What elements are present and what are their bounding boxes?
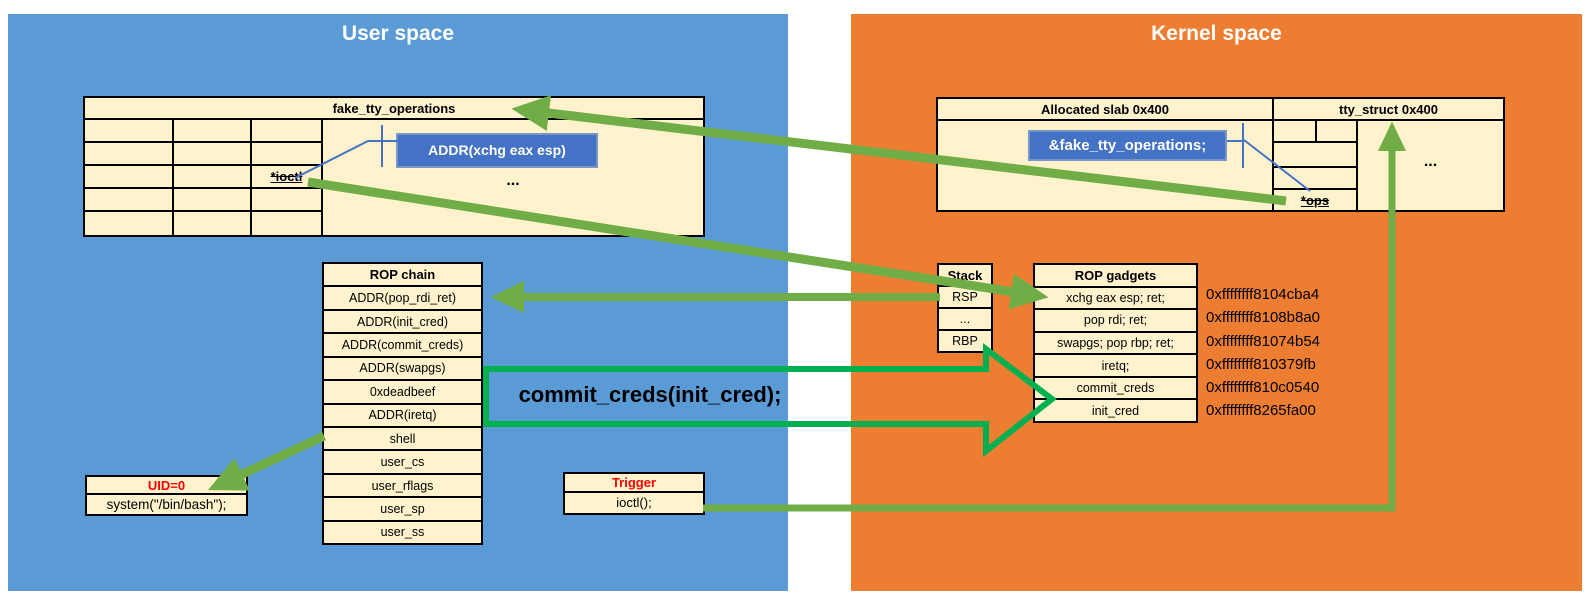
- gadget-address: 0xffffffff8104cba4: [1206, 286, 1320, 303]
- uid-box: UID=0 system("/bin/bash");: [85, 475, 248, 516]
- allocated-slab-ellipsis: ...: [1098, 165, 1112, 182]
- uid-box-body: system("/bin/bash");: [106, 497, 227, 512]
- rop-chain-row: ADDR(pop_rdi_ret): [324, 285, 481, 308]
- xchg-addr-box: ADDR(xchg eax esp): [396, 133, 598, 168]
- tty-struct-body-cell: ...: [1358, 121, 1503, 210]
- ioctl-pointer-cell: *ioctl: [270, 169, 303, 184]
- rop-gadget-row: xchg eax esp; ret;: [1035, 285, 1196, 309]
- fake-tty-grid: *ioctl: [85, 120, 323, 235]
- rop-gadget-row: pop rdi; ret;: [1035, 308, 1196, 331]
- rop-gadget-row: commit_creds: [1035, 375, 1196, 399]
- tty-struct-header: tty_struct 0x400: [1274, 99, 1503, 121]
- rop-chain-row: ADDR(iretq): [324, 402, 481, 426]
- gadget-addresses: 0xffffffff8104cba4 0xffffffff8108b8a0 0x…: [1206, 283, 1376, 423]
- rop-chain-table: ROP chain ADDR(pop_rdi_ret) ADDR(init_cr…: [322, 262, 483, 545]
- rop-chain-row: user_rflags: [324, 472, 481, 496]
- fake-tty-addr-box: &fake_tty_operations;: [1028, 130, 1227, 161]
- allocated-slab-table: Allocated slab 0x400 &fake_tty_operation…: [936, 97, 1274, 212]
- kernel-space-title: Kernel space: [1151, 22, 1282, 45]
- rop-chain-row: user_cs: [324, 449, 481, 472]
- rop-chain-row: ADDR(commit_creds): [324, 332, 481, 355]
- stack-table: Stack RSP ... RBP: [937, 263, 993, 353]
- stack-row: RBP: [939, 329, 991, 351]
- stack-row: RSP: [939, 285, 991, 307]
- fake-tty-ellipsis: ...: [506, 172, 520, 189]
- rop-gadget-row: swapgs; pop rbp; ret;: [1035, 330, 1196, 354]
- gadget-address: 0xffffffff8108b8a0: [1206, 309, 1321, 327]
- fake-tty-operations-header: fake_tty_operations: [85, 98, 703, 120]
- tty-struct-table: tty_struct 0x400 *ops ...: [1272, 97, 1505, 212]
- rop-gadget-row: iretq;: [1035, 353, 1196, 376]
- rop-chain-header: ROP chain: [369, 267, 436, 283]
- uid-box-header: UID=0: [87, 477, 246, 495]
- rop-chain-row: user_ss: [324, 519, 481, 543]
- fake-tty-body-cell: ADDR(xchg eax esp) ...: [323, 120, 703, 235]
- stack-row: ...: [939, 307, 991, 329]
- rop-gadgets-table: ROP gadgets xchg eax esp; ret; pop rdi; …: [1033, 263, 1198, 423]
- trigger-box: Trigger ioctl();: [563, 472, 705, 515]
- gadget-address: 0xffffffff810c0540: [1206, 379, 1320, 397]
- fake-tty-operations-table: fake_tty_operations *ioctl ADDR(xchg eax…: [83, 96, 705, 237]
- stack-header: Stack: [947, 267, 983, 283]
- allocated-slab-header: Allocated slab 0x400: [938, 99, 1272, 121]
- rop-chain-row: ADDR(swapgs): [324, 355, 481, 379]
- trigger-box-body: ioctl();: [616, 495, 652, 510]
- rop-chain-row: shell: [324, 425, 481, 449]
- rop-gadgets-header: ROP gadgets: [1074, 267, 1157, 283]
- gadget-address: 0xffffffff81074b54: [1206, 332, 1321, 350]
- gadget-address: 0xffffffff810379fb: [1206, 355, 1316, 373]
- allocated-slab-body: &fake_tty_operations; ...: [938, 121, 1272, 210]
- rop-chain-row: ADDR(init_cred): [324, 308, 481, 332]
- rop-chain-row: 0xdeadbeef: [324, 379, 481, 402]
- tty-struct-grid: *ops: [1274, 121, 1358, 210]
- trigger-box-header: Trigger: [565, 474, 703, 493]
- rop-gadget-row: init_cred: [1035, 398, 1196, 421]
- user-space-title: User space: [341, 22, 455, 45]
- tty-struct-ellipsis: ...: [1423, 153, 1438, 170]
- ops-pointer-cell: *ops: [1300, 192, 1330, 208]
- gadget-address: 0xffffffff8265fa00: [1206, 402, 1316, 420]
- rop-chain-row: user_sp: [324, 496, 481, 519]
- commit-creds-annotation: commit_creds(init_cred);: [518, 382, 782, 407]
